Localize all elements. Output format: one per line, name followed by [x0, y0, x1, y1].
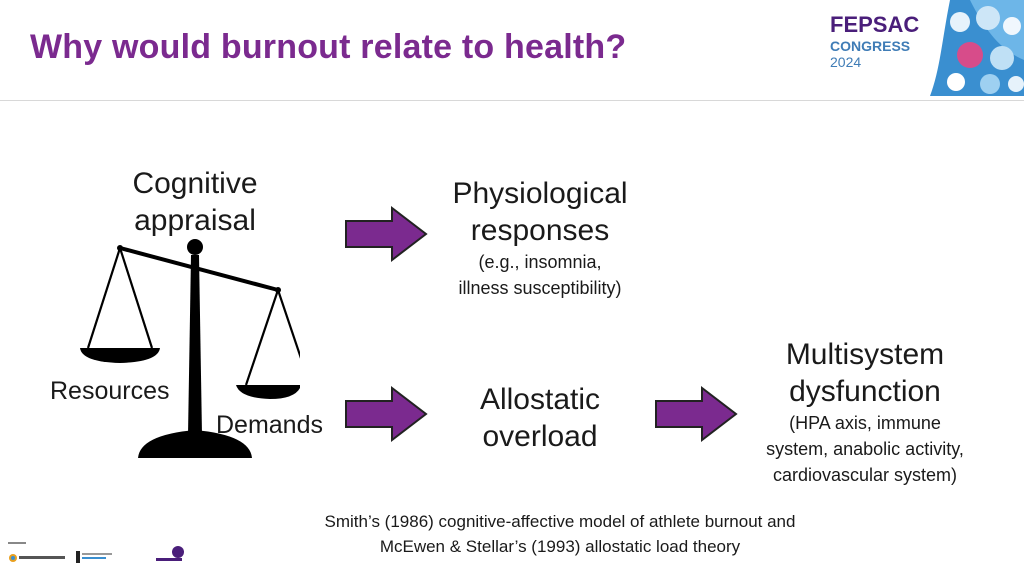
multisystem-detail-3: cardiovascular system)	[772, 465, 958, 486]
physiological-main: Physiological responses	[420, 176, 660, 249]
multisystem-detail-1: (HPA axis, immune	[789, 413, 941, 434]
multisystem-main: Multisystem dysfunction	[740, 337, 990, 410]
page-title: Why would burnout relate to health?	[30, 28, 627, 66]
multisystem-line-2: dysfunction	[789, 374, 941, 408]
demands-label: Demands	[216, 411, 323, 439]
logo-line-2: CONGRESS	[830, 38, 911, 54]
arrow-to-physiological-icon	[345, 206, 428, 262]
multisystem-detail-2: system, anabolic activity,	[766, 439, 964, 460]
citation-line-1: Smith’s (1986) cognitive-affective model…	[324, 512, 796, 531]
partner-logos-icon	[8, 542, 184, 563]
sports-collage-icon	[930, 0, 1024, 96]
fepsac-logo: FEPSAC CONGRESS 2024	[826, 0, 1024, 96]
multisystem-line-1: Multisystem	[785, 338, 945, 371]
resources-label: Resources	[50, 377, 170, 405]
allostatic-overload-box: Allostatic overload	[440, 382, 640, 455]
balance-scale-icon	[80, 239, 300, 458]
hosted-by-logos	[8, 540, 198, 568]
arrow-to-multisystem-icon	[655, 386, 738, 442]
logo-text: FEPSAC CONGRESS 2024	[830, 12, 920, 70]
citation-line-2: McEwen & Stellar’s (1993) allostatic loa…	[379, 536, 741, 556]
allostatic-line-2: overload	[482, 419, 598, 453]
logo-line-1: FEPSAC	[830, 12, 920, 37]
multisystem-dysfunction-box: Multisystem dysfunction (HPA axis, immun…	[740, 337, 990, 488]
physiological-line-1: Physiological	[452, 177, 628, 210]
physiological-line-2: responses	[470, 213, 610, 247]
allostatic-line-1: Allostatic	[479, 383, 601, 416]
appraisal-line-2: appraisal	[134, 203, 256, 237]
slide-header: Why would burnout relate to health? FEPS…	[0, 0, 1024, 101]
physiological-detail-1: (e.g., insomnia,	[478, 252, 602, 273]
citation-footer: Smith’s (1986) cognitive-affective model…	[260, 510, 860, 559]
arrow-to-allostatic-icon	[345, 386, 428, 442]
cognitive-appraisal-label: Cognitive appraisal	[100, 166, 290, 239]
physiological-detail-2: illness susceptibility)	[458, 278, 622, 299]
appraisal-line-1: Cognitive	[132, 167, 258, 200]
physiological-responses-box: Physiological responses (e.g., insomnia,…	[420, 176, 660, 301]
logo-line-3: 2024	[830, 54, 862, 70]
